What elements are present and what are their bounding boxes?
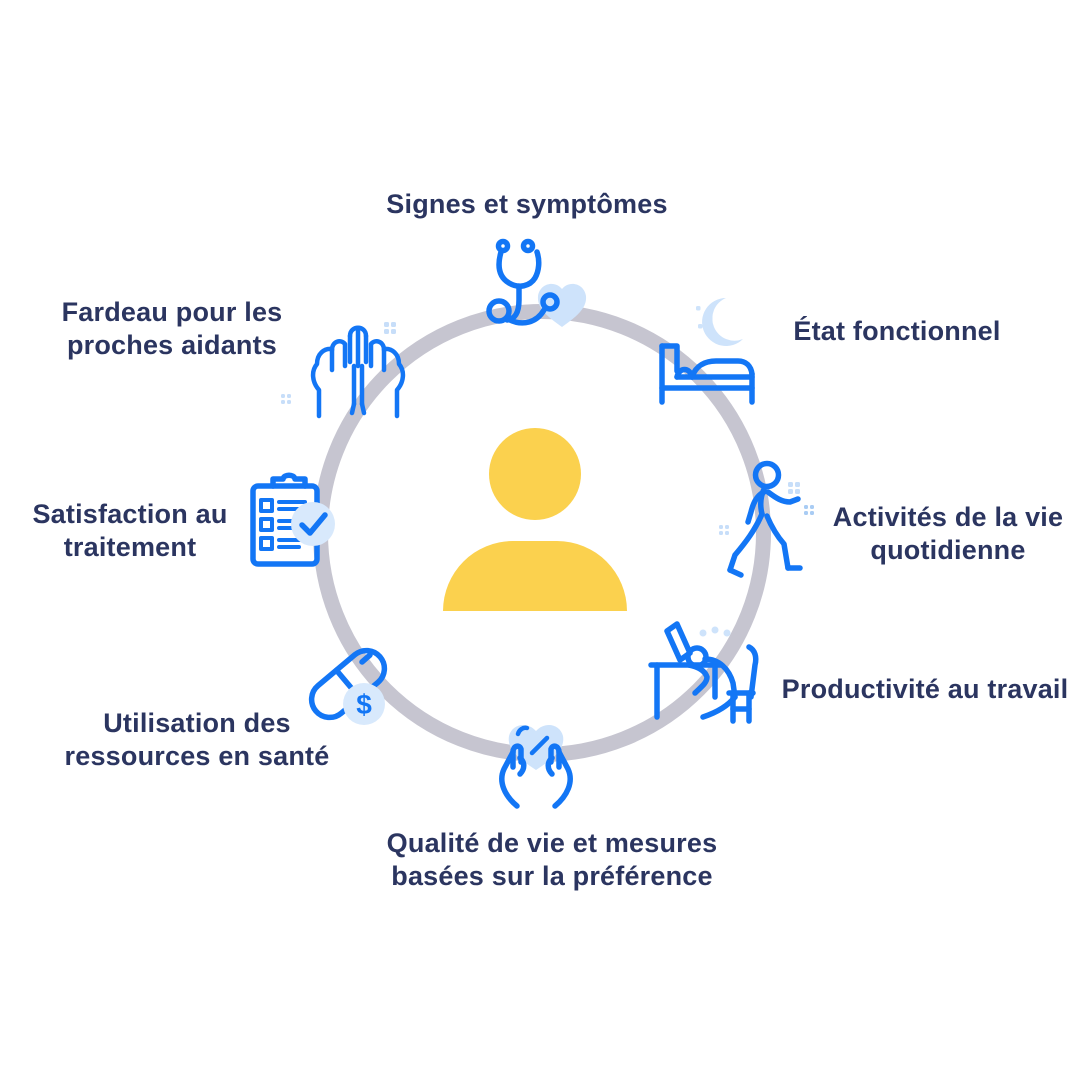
label-etat-fonctionnel: État fonctionnel [793, 315, 1000, 348]
sparkle-decoration [384, 322, 396, 334]
label-line: Qualité de vie et mesures [386, 828, 718, 858]
label-line: Signes et symptômes [386, 189, 668, 219]
clipboard-check-icon [250, 472, 335, 567]
label-satisfaction-traitement: Satisfaction au traitement [32, 498, 227, 564]
sparkle-decoration [804, 505, 814, 515]
label-line: Satisfaction au [32, 499, 228, 529]
label-line: quotidienne [870, 535, 1026, 565]
label-productivite-au-travail: Productivité au travail [782, 673, 1069, 706]
bed-moon-icon [659, 298, 755, 405]
label-line: Fardeau pour les [61, 297, 283, 327]
label-signes-et-symptomes: Signes et symptômes [386, 188, 667, 221]
person-silhouette-head [489, 428, 581, 520]
label-line: ressources en santé [64, 741, 330, 771]
label-line: basées sur la préférence [391, 861, 713, 891]
label-line: État fonctionnel [793, 316, 1001, 346]
label-line: Activités de la vie [832, 502, 1064, 532]
sparkle-decoration [281, 394, 291, 404]
walking-person-icon [727, 460, 803, 578]
sparkle-decoration [788, 482, 800, 494]
label-utilisation-ressources: Utilisation des ressources en santé [65, 707, 330, 773]
person-silhouette-body [443, 541, 627, 611]
label-line: traitement [63, 532, 197, 562]
label-line: proches aidants [66, 330, 278, 360]
label-activites-vie-quotidienne: Activités de la vie quotidienne [833, 501, 1063, 567]
caring-hands-icon [310, 325, 406, 419]
stethoscope-heart-icon [486, 238, 587, 327]
label-line: Productivité au travail [781, 674, 1069, 704]
sparkle-decoration [719, 525, 729, 535]
label-qualite-de-vie: Qualité de vie et mesures basées sur la … [387, 827, 718, 893]
desk-worker-icon [648, 621, 759, 724]
pill-dollar-icon: $ [308, 647, 388, 725]
hands-heart-icon [499, 724, 573, 809]
label-line: Utilisation des [103, 708, 291, 738]
label-fardeau-proches-aidants: Fardeau pour les proches aidants [62, 296, 283, 362]
dollar-sign: $ [356, 689, 372, 720]
